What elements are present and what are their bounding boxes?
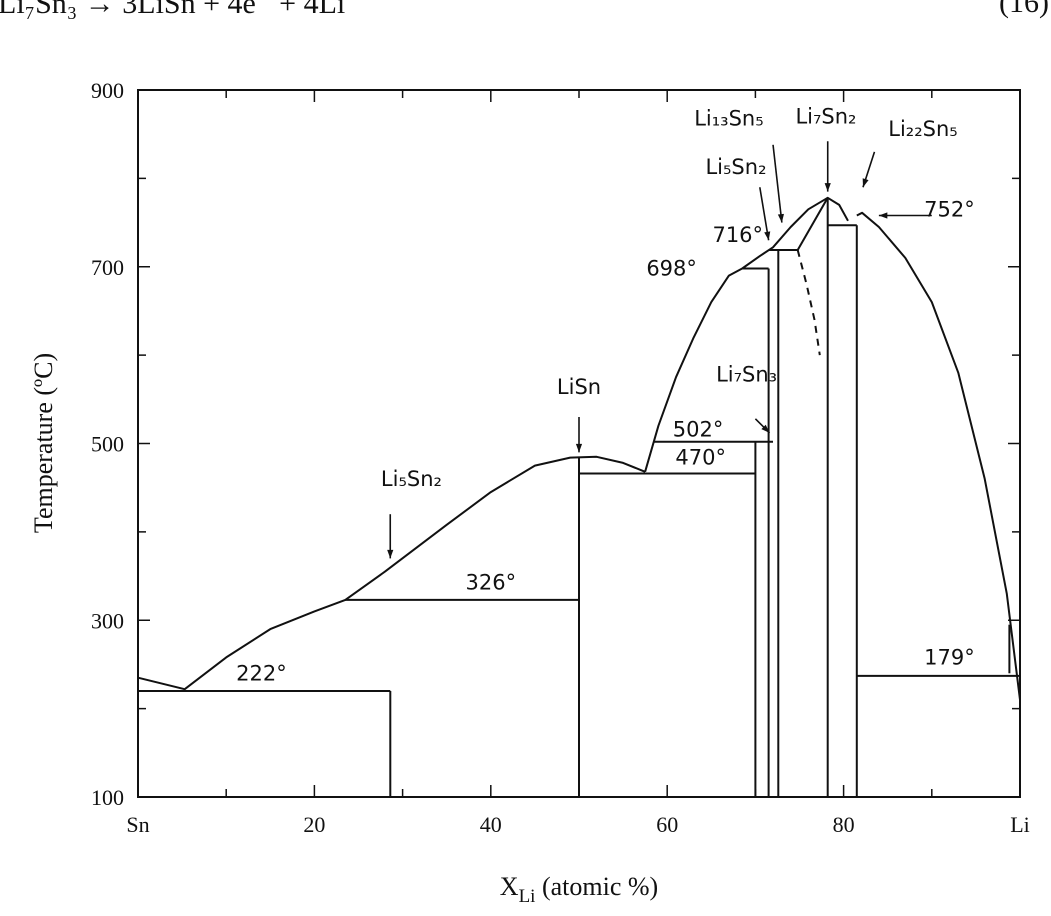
x-tick-label: Li	[1010, 812, 1030, 837]
arrowhead-icon	[824, 183, 831, 192]
x-axis-label: XLi (atomic %)	[500, 872, 658, 907]
x-tick-label: 80	[833, 812, 855, 837]
x-tick-label: 40	[480, 812, 502, 837]
annotation-label: Li₂₂Sn₅	[888, 117, 957, 141]
arrowhead-icon	[575, 443, 583, 453]
annotation-label: Li₇Sn₃	[716, 363, 777, 387]
annotation-label: 470°	[675, 446, 726, 470]
phase-line-liquidus-sn-side	[137, 455, 646, 691]
phase-line-liquidus-mid	[644, 196, 849, 473]
equation-number: (16)	[999, 0, 1049, 19]
arrowhead-icon	[862, 178, 869, 188]
phase-line-dashed-boundary	[796, 249, 821, 356]
equation-text: Li₇Sn₃ → 3LiSn + 4e⁻ + 4Li	[0, 0, 346, 20]
y-tick-label: 900	[91, 78, 124, 103]
annotation-label: Li₅Sn₂	[705, 155, 766, 179]
annotation-label: 716°	[712, 223, 763, 247]
annotation-label: 326°	[466, 570, 517, 594]
annotation-label: 502°	[673, 417, 724, 441]
annotation-arrow	[759, 187, 770, 241]
arrowhead-icon	[761, 424, 770, 433]
arrowhead-icon	[878, 212, 888, 219]
annotations: Li₅Sn₂ LiSn Li₇Sn₃ 326° 222° 502° 470° 698° 716°…	[236, 105, 975, 686]
x-tick-label: Sn	[126, 812, 149, 837]
phase-line-liquidus-li-side	[856, 211, 1021, 700]
x-tick-label: 60	[656, 812, 678, 837]
x-tick-label: 20	[303, 812, 325, 837]
y-tick-label: 100	[91, 785, 124, 810]
y-tick-label: 700	[91, 255, 124, 280]
annotation-label: 222°	[236, 661, 287, 685]
y-tick-label: 300	[91, 608, 124, 633]
arrowhead-icon	[777, 213, 784, 223]
annotation-arrow	[772, 144, 783, 223]
annotation-label: 698°	[646, 257, 697, 281]
annotation-label: Li₁₃Sn₅	[694, 106, 763, 130]
annotation-label: Li₇Sn₂	[795, 105, 856, 129]
annotation-label: Li₅Sn₂	[381, 467, 442, 491]
annotation-label: 752°	[924, 197, 975, 221]
annotation-label: 179°	[924, 645, 975, 669]
y-tick-label: 500	[91, 432, 124, 457]
arrowhead-icon	[764, 231, 771, 241]
phase-lines	[137, 196, 1021, 797]
phase-line-solvus-li5sn2-side	[796, 197, 829, 251]
arrowhead-icon	[387, 549, 394, 559]
y-axis-label: Temperature (ºC)	[29, 353, 58, 533]
axis-ticks: Sn 20 40 60 80 Li 100 300 500 700 900	[91, 78, 1030, 837]
annotation-label: LiSn	[557, 375, 601, 399]
